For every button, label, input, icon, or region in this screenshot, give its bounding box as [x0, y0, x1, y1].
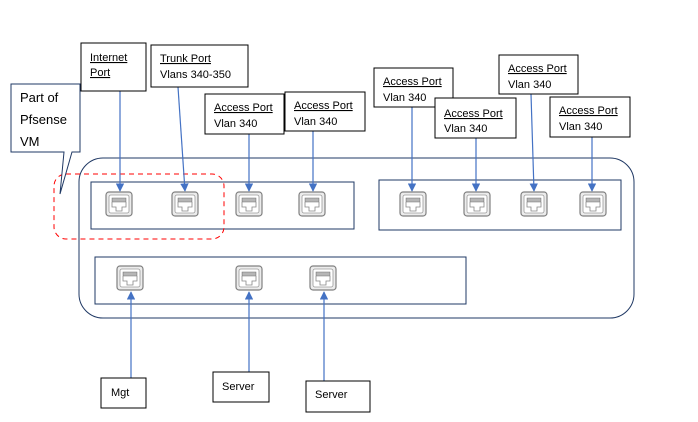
label-access-6: Access Port Vlan 340: [549, 96, 631, 138]
label-access-2-line2: Vlan 340: [294, 116, 337, 128]
label-access-3-line1: Access Port: [383, 76, 442, 88]
pfsense-region: [53, 173, 225, 240]
port-server-1-icon: [235, 265, 263, 291]
label-server-1: Server: [212, 371, 270, 403]
label-access-4: Access Port Vlan 340: [434, 97, 517, 139]
port-access-4-icon: [463, 191, 491, 217]
label-access-1-line2: Vlan 340: [214, 118, 257, 130]
label-access-5-line2: Vlan 340: [508, 79, 551, 91]
port-access-1-icon: [235, 191, 263, 217]
pfsense-callout: [10, 83, 81, 195]
switch-chassis: [78, 157, 635, 319]
label-access-1-line1: Access Port: [214, 102, 273, 114]
callout-line3: VM: [20, 134, 40, 149]
port-access-2-icon: [298, 191, 326, 217]
label-internet-line1: Internet: [90, 52, 127, 64]
callout-line1: Part of: [20, 90, 59, 105]
arrow-trunk: [177, 86, 189, 192]
port-access-5-icon: [520, 191, 548, 217]
label-access-6-line2: Vlan 340: [559, 121, 602, 133]
callout-line2: Pfsense: [20, 112, 67, 127]
label-trunk-line1: Trunk Port: [160, 53, 211, 65]
label-trunk-port: Trunk Port Vlans 340-350: [150, 44, 249, 88]
label-trunk-line2: Vlans 340-350: [160, 69, 231, 81]
port-access-6-icon: [579, 191, 607, 217]
label-internet-line2: Port: [90, 67, 110, 79]
label-server-1-text: Server: [222, 381, 255, 393]
port-group-right: [378, 179, 622, 231]
port-trunk-icon: [171, 191, 199, 217]
label-server-2-text: Server: [315, 389, 348, 401]
arrow-access-5: [529, 93, 538, 192]
label-access-1: Access Port Vlan 340: [204, 93, 285, 135]
port-internet-icon: [105, 191, 133, 217]
label-access-3-line2: Vlan 340: [383, 92, 426, 104]
label-access-5-line1: Access Port: [508, 63, 567, 75]
port-server-2-icon: [309, 265, 337, 291]
label-access-2-line1: Access Port: [294, 100, 353, 112]
label-access-4-line1: Access Port: [444, 108, 503, 120]
label-server-2: Server: [305, 380, 371, 413]
label-access-6-line1: Access Port: [559, 105, 618, 117]
label-access-5: Access Port Vlan 340: [498, 54, 579, 95]
label-internet-port: Internet Port: [80, 42, 147, 92]
port-access-3-icon: [399, 191, 427, 217]
label-mgt: Mgt: [100, 377, 147, 409]
port-group-bottom: [94, 256, 467, 305]
label-mgt-text: Mgt: [111, 387, 129, 399]
port-group-left: [90, 181, 355, 230]
port-mgt-icon: [116, 265, 144, 291]
label-access-2: Access Port Vlan 340: [284, 91, 366, 132]
label-access-4-line2: Vlan 340: [444, 123, 487, 135]
